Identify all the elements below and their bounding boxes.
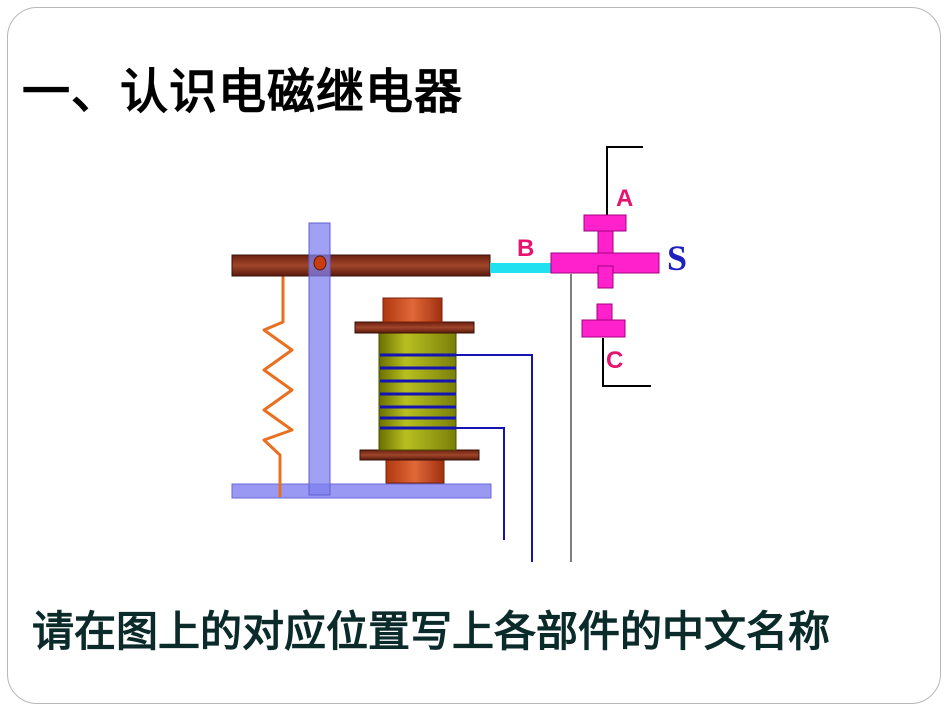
frame-post bbox=[308, 222, 331, 496]
core-bottom bbox=[385, 459, 445, 484]
coil-lead-wire-2 bbox=[456, 427, 505, 540]
contact-a-tip bbox=[597, 230, 614, 254]
pivot bbox=[313, 255, 327, 271]
coil bbox=[378, 332, 457, 451]
coil-bottom-flange bbox=[359, 449, 480, 461]
contact-c-plate bbox=[581, 319, 626, 338]
label-a: A bbox=[616, 185, 633, 212]
terminal-a-wire bbox=[606, 146, 643, 216]
coil-lead-wire-1 bbox=[456, 354, 533, 562]
label-c: C bbox=[606, 347, 623, 374]
base-plate bbox=[231, 483, 492, 499]
armature bbox=[231, 254, 491, 277]
label-b: B bbox=[517, 235, 534, 262]
contact-c-tip bbox=[596, 303, 613, 323]
terminal-c-wire bbox=[602, 338, 651, 387]
core-top bbox=[382, 297, 443, 323]
label-s: S bbox=[667, 238, 687, 278]
instruction-text: 请在图上的对应位置写上各部件的中文名称 bbox=[32, 607, 831, 656]
link-b bbox=[490, 263, 551, 273]
slide-title: 一、认识电磁继电器 bbox=[22, 64, 464, 120]
contact-a-plate bbox=[583, 214, 627, 232]
spring bbox=[262, 276, 294, 497]
coil-top-flange bbox=[354, 321, 475, 334]
coil-windings bbox=[380, 353, 456, 430]
moving-contact-tip bbox=[597, 265, 614, 289]
